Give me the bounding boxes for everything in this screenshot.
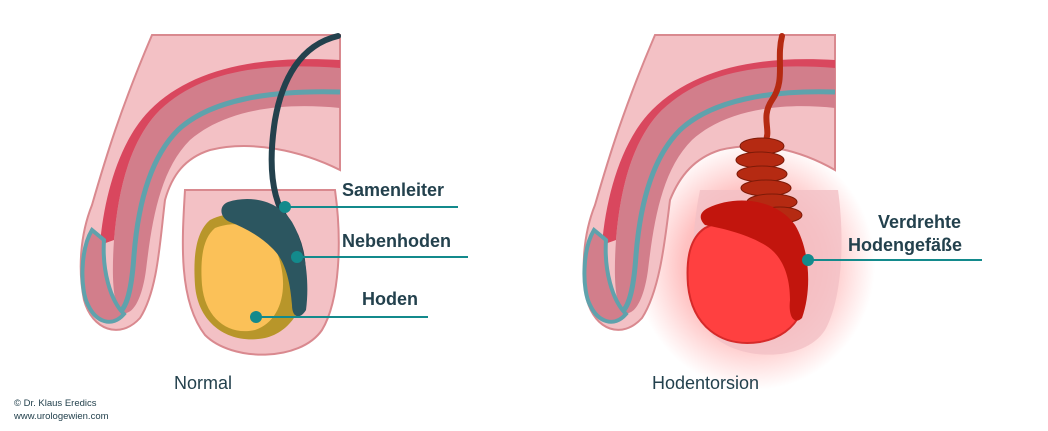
label-torsion-line2: Hodengefäße bbox=[848, 235, 962, 255]
label-torsion-line1: Verdrehte bbox=[878, 212, 961, 232]
credit-website: www.urologewien.com bbox=[13, 411, 109, 422]
pointer-dot-epididymis bbox=[291, 251, 303, 263]
caption-normal: Normal bbox=[174, 373, 232, 393]
pointer-dot-torsion-vessels bbox=[802, 254, 814, 266]
label-testis: Hoden bbox=[362, 289, 418, 309]
label-vas-deferens: Samenleiter bbox=[342, 180, 444, 200]
caption-torsion: Hodentorsion bbox=[652, 373, 759, 393]
label-epididymis: Nebenhoden bbox=[342, 231, 451, 251]
torsion-illustration: Verdrehte Hodengefäße Hodentorsion bbox=[584, 35, 982, 393]
pointer-dot-vas-deferens bbox=[279, 201, 291, 213]
normal-illustration: Samenleiter Nebenhoden Hoden Normal bbox=[81, 35, 468, 393]
pointer-dot-testis bbox=[250, 311, 262, 323]
credit-author: © Dr. Klaus Eredics bbox=[14, 398, 97, 409]
